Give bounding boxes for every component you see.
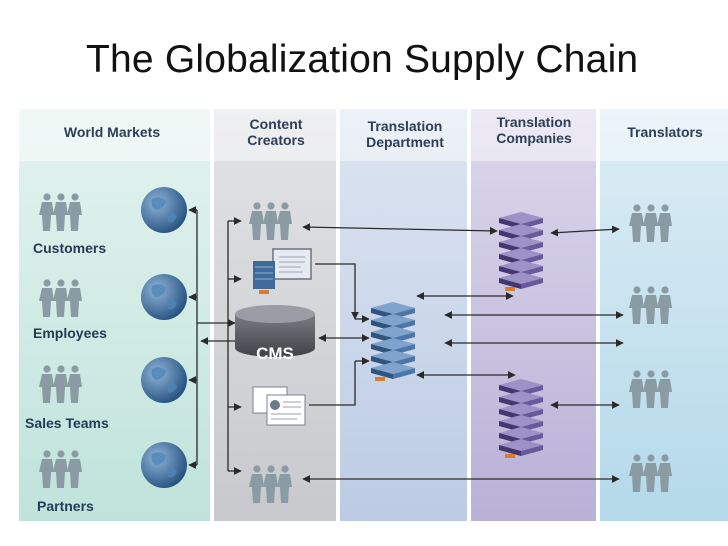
- translators-people-icon: [629, 286, 672, 324]
- translation-department-header: Translation Department: [350, 118, 460, 150]
- creators-people-icon: [249, 465, 292, 503]
- translators-people-icon: [629, 204, 672, 242]
- sales-teams-people-icon: [39, 365, 82, 403]
- cms-label: CMS: [256, 344, 294, 363]
- employees-label: Employees: [33, 325, 107, 341]
- globe-icon: [141, 274, 187, 320]
- document-icon: [252, 386, 306, 426]
- translation-department-header-line1: Translation: [367, 118, 443, 134]
- translation-company-server-icon: [499, 212, 543, 291]
- world-markets-header: World Markets: [63, 124, 161, 140]
- computer-icon: [253, 248, 312, 294]
- slide-title: The Globalization Supply Chain: [86, 38, 639, 81]
- database-icon: CMS: [235, 305, 315, 363]
- sales-teams-label: Sales Teams: [25, 415, 109, 431]
- supply-chain-diagram: CMS: [19, 109, 728, 521]
- translation-department-header-line2: Department: [366, 134, 444, 150]
- content-creators-header-line2: Creators: [247, 132, 305, 148]
- workflow-arrows: [302, 223, 624, 483]
- globe-icon: [141, 442, 187, 488]
- partners-people-icon: [39, 450, 82, 488]
- customers-people-icon: [39, 193, 82, 231]
- translators-header: Translators: [627, 124, 703, 140]
- translation-companies-header-line1: Translation: [496, 114, 572, 130]
- translation-companies-header-line2: Companies: [496, 130, 572, 146]
- translation-company-server-icon: [499, 379, 543, 458]
- content-creators-header-line1: Content: [249, 116, 303, 132]
- content-creators-header: Content Creators: [224, 116, 328, 148]
- translation-companies-header: Translation Companies: [479, 114, 589, 146]
- creators-people-icon: [249, 202, 292, 240]
- employees-people-icon: [39, 279, 82, 317]
- partners-label: Partners: [37, 498, 94, 514]
- distribution-arrows: [188, 206, 242, 475]
- translators-people-icon: [629, 370, 672, 408]
- globe-icon: [141, 187, 187, 233]
- globe-icon: [141, 357, 187, 403]
- translators-people-icon: [629, 454, 672, 492]
- translation-department-server-icon: [371, 302, 415, 381]
- customers-label: Customers: [33, 240, 107, 256]
